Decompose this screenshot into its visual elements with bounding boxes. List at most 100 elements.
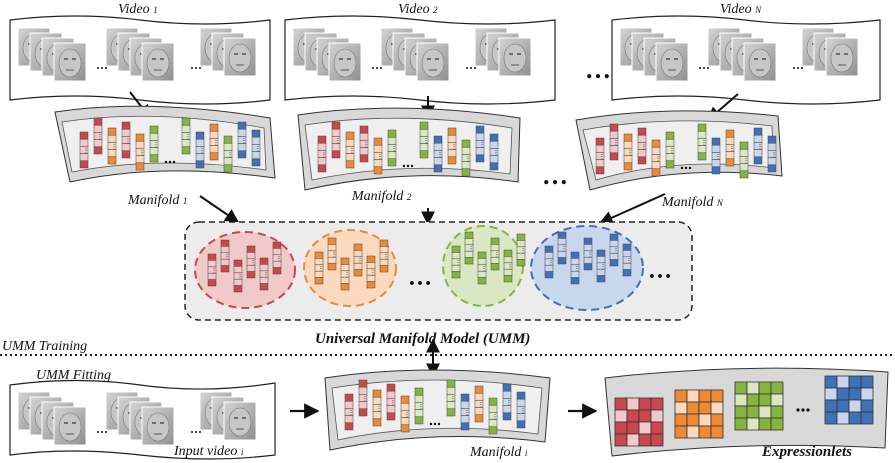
svg-text:⋮: ⋮ [390, 399, 397, 407]
svg-text:⋮: ⋮ [599, 153, 606, 161]
ellipsis-dot [699, 67, 701, 69]
svg-text:⋮: ⋮ [370, 269, 377, 277]
feature-strip: ⋮ [665, 131, 676, 169]
feature-strip: ⋮ [181, 117, 192, 155]
ellipsis-dot [101, 67, 103, 69]
feature-strip: ⋮ [386, 383, 397, 421]
feature-strip: ⋮ [637, 127, 648, 165]
svg-text:⋮: ⋮ [404, 411, 411, 419]
manifold-i-label: Manifold i [469, 445, 528, 460]
ellipsis-dot [101, 431, 103, 433]
feature-strip: ⋮ [711, 137, 722, 175]
svg-text:⋮: ⋮ [561, 245, 568, 253]
feature-strip: ⋮ [233, 259, 244, 293]
ellipsis-dot [191, 67, 193, 69]
face-thumbnail [655, 42, 689, 82]
manifold-2-label: Manifold 2 [351, 189, 412, 204]
feature-strip: ⋮ [544, 245, 555, 279]
svg-text:⋮: ⋮ [344, 271, 351, 279]
feature-strip: ⋮ [489, 133, 500, 171]
svg-text:⋮: ⋮ [437, 151, 444, 159]
svg-text:⋮: ⋮ [237, 273, 244, 281]
umm-box: ⋮⋮⋮⋮⋮⋮ ⋮⋮⋮⋮⋮⋮ … ⋮⋮⋮⋮⋮⋮ ⋮⋮⋮⋮⋮⋮⋮ … [184, 221, 693, 321]
face-frames-n [619, 27, 859, 82]
face-thumbnail [223, 401, 257, 441]
input-video-panel [9, 379, 276, 460]
svg-text:⋮: ⋮ [349, 147, 356, 155]
svg-text:⋮: ⋮ [383, 253, 390, 261]
face-thumbnail [223, 37, 257, 77]
umm-cluster-blue: ⋮⋮⋮⋮⋮⋮⋮ [530, 225, 644, 311]
ellipsis-dot [429, 422, 433, 426]
ellipsis-dot [797, 67, 799, 69]
feature-strip: ⋮ [697, 123, 708, 161]
face-thumbnail [53, 42, 87, 82]
ellipsis-dot [470, 67, 472, 69]
feature-strip: ⋮ [149, 125, 160, 163]
feature-strip: ⋮ [557, 231, 568, 265]
svg-text:⋮: ⋮ [613, 247, 620, 255]
feature-strip: ⋮ [474, 385, 485, 423]
umm-cluster-green: ⋮⋮⋮⋮⋮⋮ [442, 225, 527, 307]
feature-strips-1: ⋮⋮⋮⋮⋮⋮⋮⋮⋮⋮⋮⋮ [79, 117, 262, 173]
manifold-1-label: Manifold 1 [127, 193, 187, 208]
svg-text:⋮: ⋮ [227, 151, 234, 159]
svg-text:⋮: ⋮ [376, 405, 383, 413]
feature-strip: ⋮ [272, 241, 283, 275]
arrow-manifold1-umm [199, 195, 240, 223]
svg-text:⋮: ⋮ [153, 141, 160, 149]
expressionlets-label: Expressionlets [761, 444, 852, 460]
feature-strip: ⋮ [379, 239, 390, 273]
feature-strip: ⋮ [314, 251, 325, 285]
feature-strip: ⋮ [725, 129, 736, 167]
input-video-label: Input video i [173, 444, 244, 459]
feature-strip: ⋮ [447, 127, 458, 165]
svg-text:⋮: ⋮ [321, 151, 328, 159]
svg-text:⋮: ⋮ [250, 259, 257, 267]
svg-text:⋮: ⋮ [139, 149, 146, 157]
svg-text:⋮: ⋮ [125, 137, 132, 145]
ellipsis-dot [380, 67, 382, 69]
umm-ellipsis-1: … [408, 265, 432, 291]
svg-text:⋮: ⋮ [701, 139, 708, 147]
feature-strip: ⋮ [344, 393, 355, 431]
svg-text:⋮: ⋮ [357, 257, 364, 265]
ellipsis-dot [105, 67, 107, 69]
feature-strip: ⋮ [79, 131, 90, 169]
feature-strip: ⋮ [503, 249, 514, 283]
feature-strip: ⋮ [340, 257, 351, 291]
feature-strip: ⋮ [135, 133, 146, 171]
svg-text:⋮: ⋮ [464, 409, 471, 417]
video-2-label: Video 2 [398, 2, 438, 17]
feature-strip: ⋮ [651, 139, 662, 177]
face-frames-2 [292, 27, 532, 82]
umm-ellipsis-2: … [648, 258, 672, 284]
feature-strip: ⋮ [387, 129, 398, 167]
svg-text:⋮: ⋮ [318, 265, 325, 273]
face-thumbnail [743, 42, 777, 82]
manifold-i-slab: ⋮⋮⋮⋮⋮⋮⋮⋮⋮⋮⋮⋮ [324, 369, 551, 451]
svg-text:⋮: ⋮ [213, 139, 220, 147]
ellipsis-dot [474, 67, 476, 69]
svg-text:⋮: ⋮ [743, 157, 750, 165]
videos-ellipsis: … [585, 55, 611, 84]
feature-strip: ⋮ [596, 249, 607, 283]
expressionlet-grid [824, 375, 874, 425]
svg-text:⋮: ⋮ [520, 407, 527, 415]
feature-strip: ⋮ [366, 255, 377, 289]
feature-strip: ⋮ [477, 251, 488, 285]
umm-cluster-red: ⋮⋮⋮⋮⋮⋮ [194, 231, 296, 309]
svg-text:⋮: ⋮ [574, 265, 581, 273]
svg-text:⋮: ⋮ [465, 155, 472, 163]
feature-strip: ⋮ [207, 253, 218, 287]
svg-text:⋮: ⋮ [506, 399, 513, 407]
ellipsis-dot [684, 166, 688, 170]
ellipsis-dot [793, 67, 795, 69]
svg-text:⋮: ⋮ [626, 257, 633, 265]
svg-text:⋮: ⋮ [423, 137, 430, 145]
feature-strip: ⋮ [516, 233, 527, 267]
feature-strip: ⋮ [516, 391, 527, 429]
feature-strip: ⋮ [583, 237, 594, 271]
feature-strip: ⋮ [121, 121, 132, 159]
